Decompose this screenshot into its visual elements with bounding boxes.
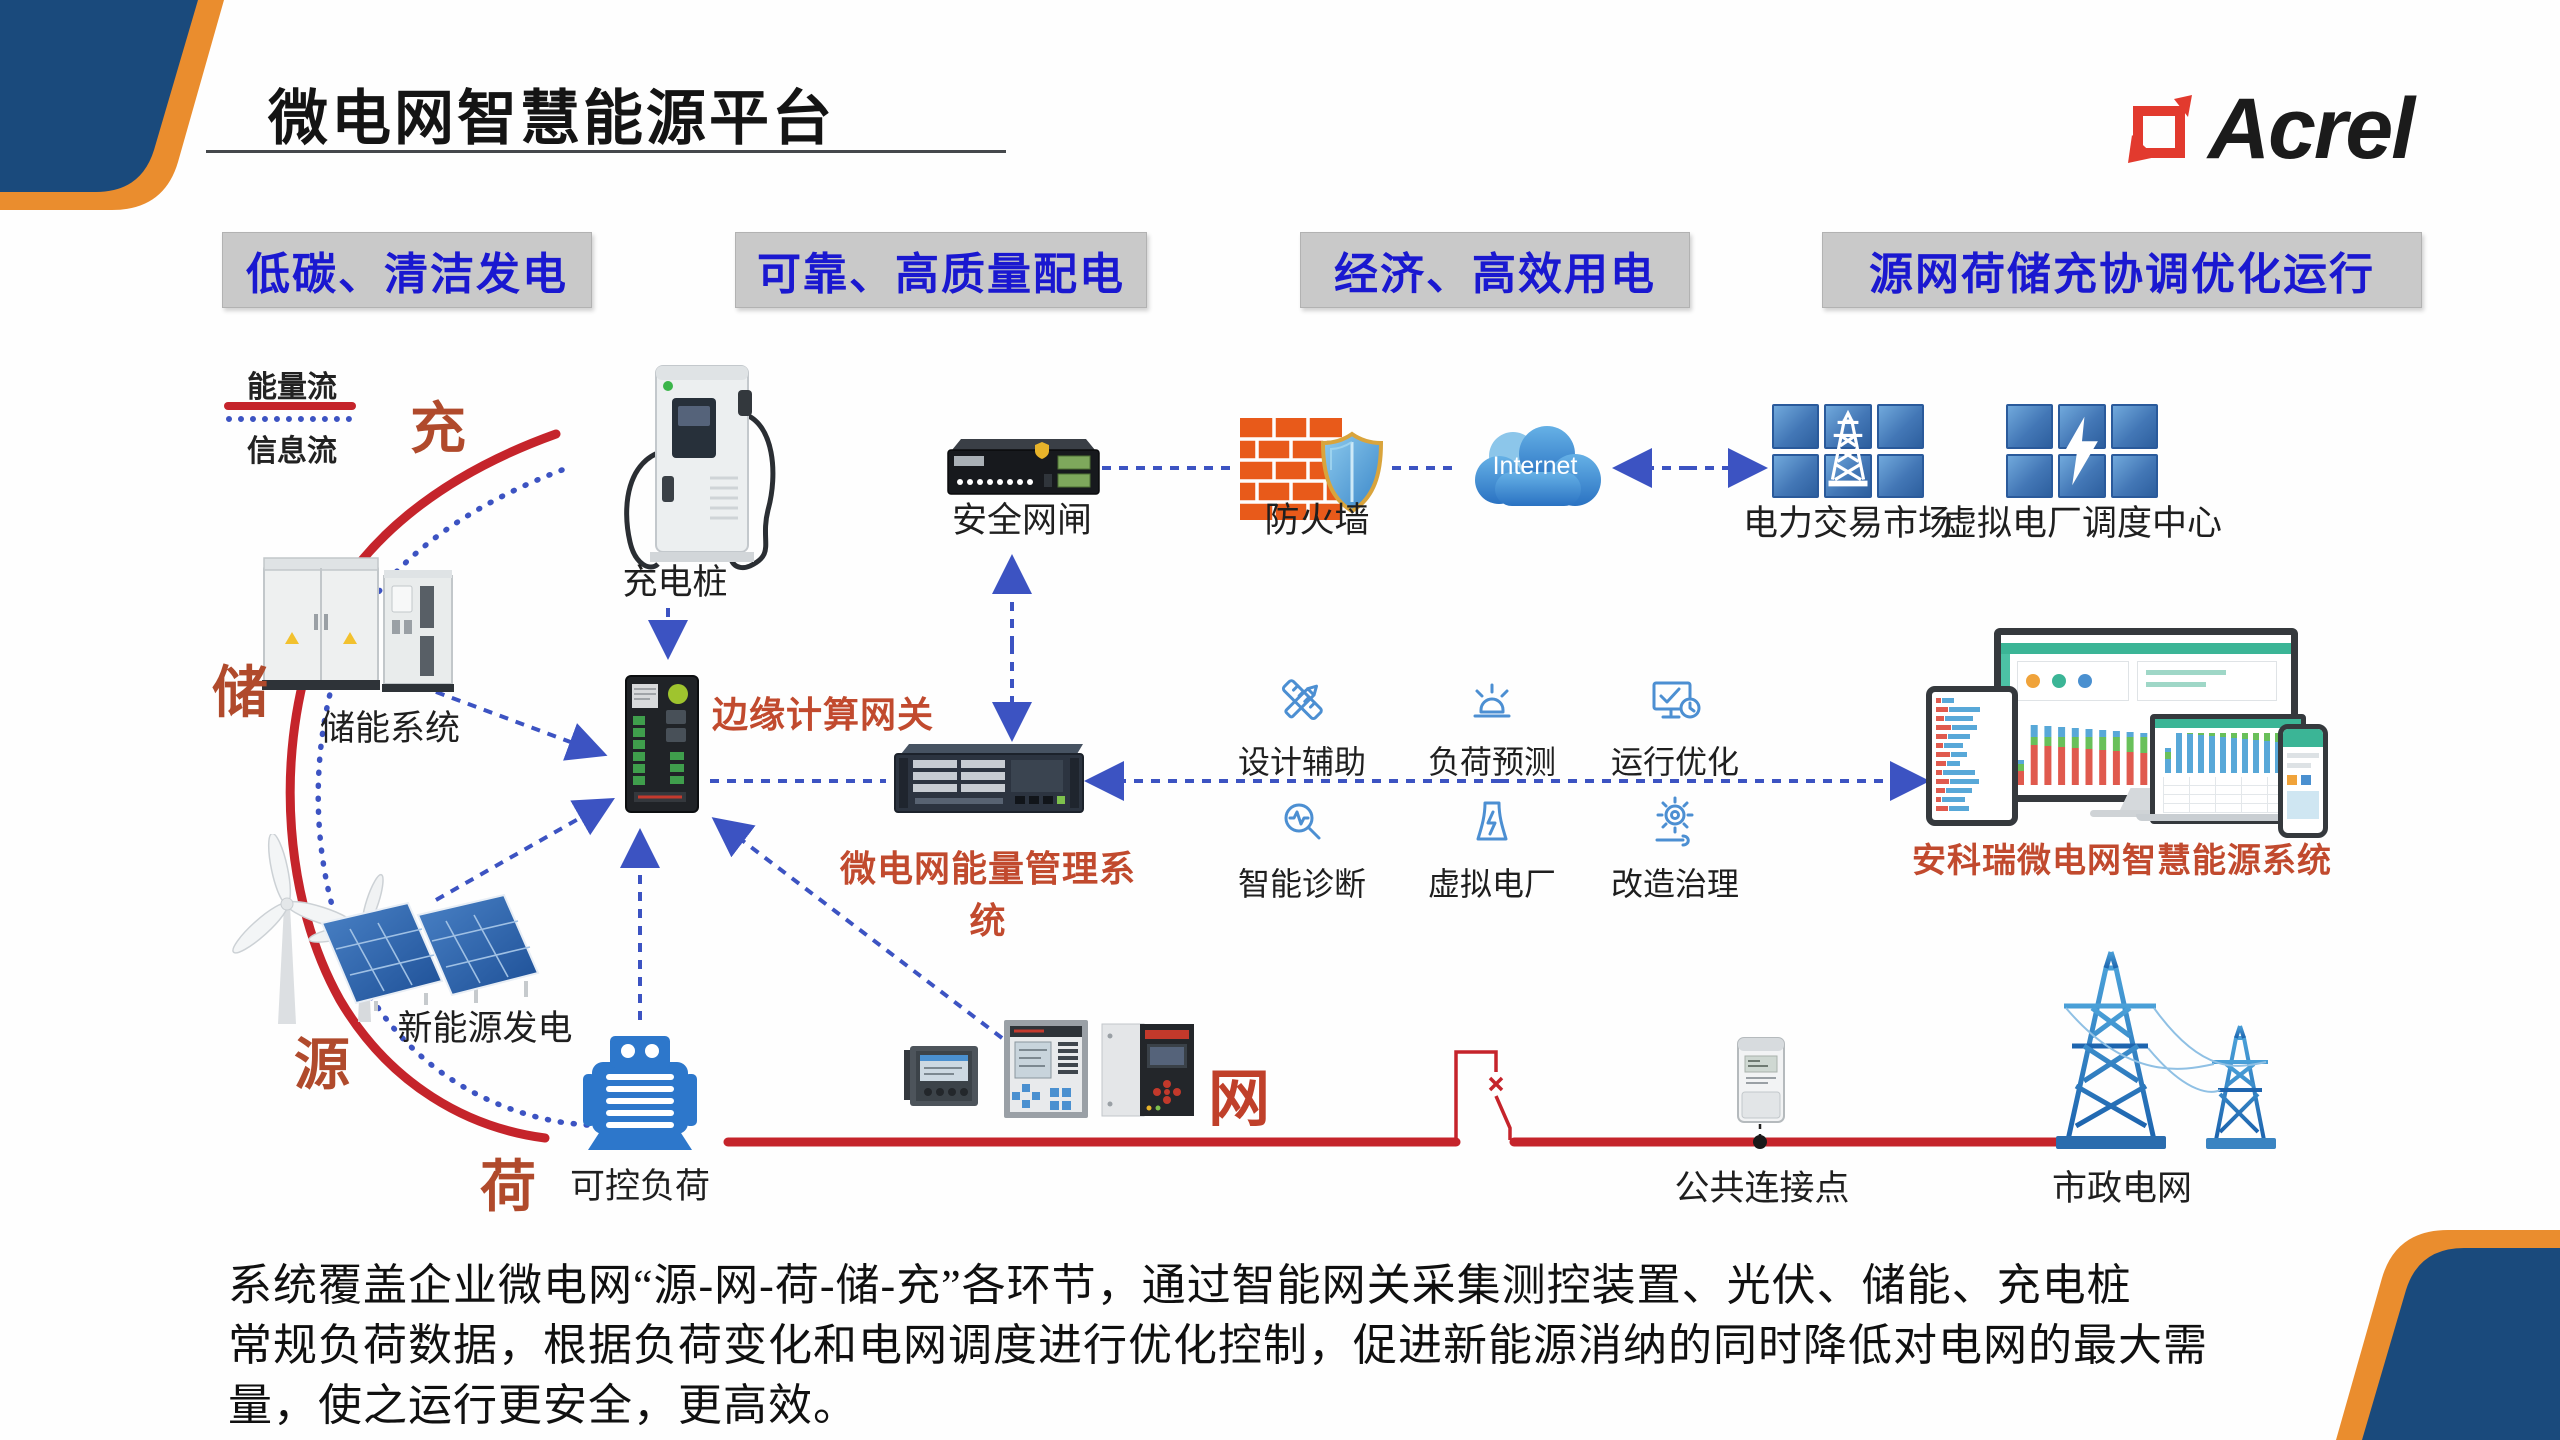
feature-design-assist: 设计辅助 — [1227, 672, 1377, 783]
acrel-logo-icon — [2128, 94, 2192, 163]
link-storage-to-gateway — [419, 684, 608, 761]
collage-tablet — [1926, 686, 2018, 826]
load-forecast-icon — [1464, 672, 1520, 728]
feature-virtual-plant: 虚拟电厂 — [1417, 794, 1567, 905]
firewall-illustration — [1240, 418, 1384, 520]
solar-panels-illustration — [320, 893, 540, 1011]
pcc-label: 公共连接点 — [1674, 1169, 1850, 1208]
security-gateway-illustration — [947, 439, 1100, 495]
page-title: 微电网智慧能源平台 — [268, 85, 835, 152]
internet-label: Internet — [1492, 452, 1578, 480]
edge-gateway-label: 边缘计算网关 — [712, 695, 935, 735]
meter-protection-illustration — [1101, 1023, 1194, 1117]
power-market-illustration — [1772, 404, 1924, 498]
retrofit-governance-icon — [1647, 794, 1703, 850]
smart-diagnosis-icon — [1274, 794, 1330, 850]
feature-smart-diagnosis: 智能诊断 — [1227, 794, 1377, 905]
banner-coordination: 源网荷储充协调优化运行 — [1822, 232, 2422, 308]
acrel-logo: Acrel — [2122, 80, 2415, 179]
design-assist-icon — [1274, 672, 1330, 728]
arc-label-source: 源 — [294, 1035, 350, 1097]
charging-pile-illustration — [624, 365, 776, 570]
breaker-symbol — [1454, 1050, 1512, 1140]
pcc-dot — [1753, 1135, 1767, 1149]
virtual-plant-icon — [1464, 794, 1520, 850]
vpp-dispatch-illustration — [2006, 404, 2158, 498]
info-flow-line — [226, 416, 352, 422]
municipal-grid-illustration — [2056, 951, 2276, 1149]
feature-operation-optimize: 运行优化 — [1600, 672, 1750, 783]
controllable-load-label: 可控负荷 — [570, 1167, 711, 1206]
transmission-tower-icon — [1822, 408, 1874, 494]
summary-line-3: 量，使之运行更安全，更高效。 — [228, 1380, 858, 1430]
meter-relay-illustration — [1004, 1020, 1088, 1118]
arc-label-load: 荷 — [480, 1157, 536, 1219]
summary-line-2: 常规负荷数据，根据负荷变化和电网调度进行优化控制，促进新能源消纳的同时降低对电网… — [228, 1320, 2208, 1370]
legend-energy-flow-label: 能量流 — [247, 371, 337, 404]
banner-generation: 低碳、清洁发电 — [222, 232, 592, 308]
municipal-grid-label: 市政电网 — [2051, 1169, 2192, 1208]
acrel-system-label: 安科瑞微电网智慧能源系统 — [1912, 843, 2332, 880]
meter-small-illustration — [904, 1046, 978, 1106]
vpp-dispatch-label: 虚拟电厂调度中心 — [1942, 504, 2223, 543]
renewable-generation-label: 新能源发电 — [397, 1009, 573, 1048]
link-meters-to-gateway — [711, 817, 1004, 1040]
arc-label-charge: 充 — [410, 399, 466, 461]
title-underline — [206, 150, 1006, 153]
arc-label-storage: 储 — [212, 663, 268, 725]
controllable-load-illustration — [583, 1036, 697, 1150]
acrel-system-illustration — [1922, 628, 2328, 840]
firewall-label: 防火墙 — [1264, 501, 1370, 540]
charging-pile-label: 充电桩 — [622, 563, 728, 602]
summary-line-1: 系统覆盖企业微电网“源-网-荷-储-充”各环节，通过智能网关采集测控装置、光伏、… — [228, 1261, 2132, 1310]
ems-label: 微电网能量管理系统 — [839, 849, 1136, 941]
acrel-logo-text: Acrel — [2208, 81, 2415, 177]
power-market-label: 电力交易市场 — [1743, 504, 1954, 543]
pcc-meter-illustration — [1737, 1037, 1785, 1123]
edge-gateway-illustration — [625, 675, 699, 813]
feature-load-forecast: 负荷预测 — [1417, 672, 1567, 783]
collage-phone — [2278, 724, 2328, 838]
legend-info-flow-label: 信息流 — [247, 435, 337, 468]
operation-optimize-icon — [1647, 672, 1703, 728]
link-renewable-to-gateway — [435, 798, 615, 902]
arc-label-grid: 网 — [1208, 1066, 1271, 1134]
energy-flow-line — [224, 402, 356, 410]
security-gateway-label: 安全网闸 — [951, 501, 1092, 540]
energy-arc — [285, 429, 561, 1143]
monitor-base — [2090, 810, 2198, 817]
internet-cloud — [1475, 426, 1601, 506]
laptop-base — [2136, 814, 2310, 821]
banner-consumption: 经济、高效用电 — [1300, 232, 1690, 308]
summary-paragraph: 系统覆盖企业微电网“源-网-荷-储-充”各环节，通过智能网关采集测控装置、光伏、… — [228, 1256, 2388, 1435]
feature-retrofit-governance: 改造治理 — [1600, 794, 1750, 905]
storage-system-illustration — [262, 557, 454, 692]
ems-illustration — [894, 744, 1084, 813]
storage-system-label: 储能系统 — [319, 709, 460, 748]
lightning-bolt-icon — [2060, 412, 2104, 490]
banner-distribution: 可靠、高质量配电 — [735, 232, 1147, 308]
